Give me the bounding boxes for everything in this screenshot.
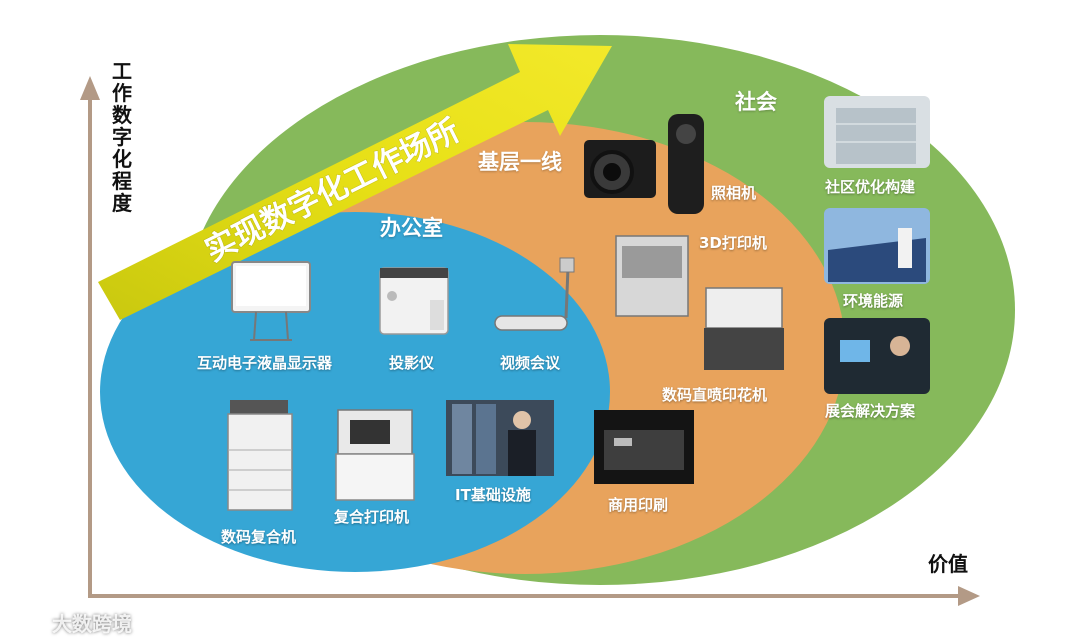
x-axis-arrowhead xyxy=(958,586,980,606)
y-axis-label: 工作数字化程度 xyxy=(112,59,132,215)
label-exhibition: 展会解决方案 xyxy=(825,402,916,420)
label-projector: 投影仪 xyxy=(389,354,435,372)
zone-frontline-label: 基层一线 xyxy=(478,150,562,174)
dtg-printer-icon xyxy=(704,287,784,370)
label-camera: 照相机 xyxy=(711,184,757,202)
projector-icon xyxy=(379,267,449,335)
banner-arrow xyxy=(98,44,612,320)
label-community: 社区优化构建 xyxy=(825,178,916,196)
mfp-icon xyxy=(227,400,293,511)
label-whiteboard: 互动电子液晶显示器 xyxy=(197,354,333,372)
y-axis-arrowhead xyxy=(80,76,100,100)
zone-society-label: 社会 xyxy=(735,90,777,114)
watermark: 大数跨境 xyxy=(10,608,132,637)
exhibition-photo xyxy=(824,318,930,394)
label-commercial-print: 商用印刷 xyxy=(608,496,669,514)
commercial-print-photo xyxy=(594,410,694,484)
label-it-infra: IT基础设施 xyxy=(455,486,531,504)
label-video-conf: 视频会议 xyxy=(500,354,561,372)
camera-icon xyxy=(584,114,704,214)
label-dtg-printer: 数码直喷印花机 xyxy=(662,386,768,404)
3d-printer-icon xyxy=(615,235,689,317)
whiteboard-icon xyxy=(231,261,311,341)
community-photo xyxy=(824,96,930,168)
watermark-text: 大数跨境 xyxy=(52,612,132,636)
label-3d-printer: 3D打印机 xyxy=(699,234,767,252)
energy-photo xyxy=(824,208,930,284)
label-energy: 环境能源 xyxy=(843,292,904,310)
zone-office-label: 办公室 xyxy=(380,216,443,240)
watermark-logo-icon xyxy=(10,617,44,634)
label-printer: 复合打印机 xyxy=(334,508,410,526)
video-conference-icon xyxy=(494,257,575,331)
it-infrastructure-photo xyxy=(446,400,554,476)
label-mfp: 数码复合机 xyxy=(221,528,297,546)
x-axis-label: 价值 xyxy=(928,552,968,576)
printer-icon xyxy=(335,409,415,501)
